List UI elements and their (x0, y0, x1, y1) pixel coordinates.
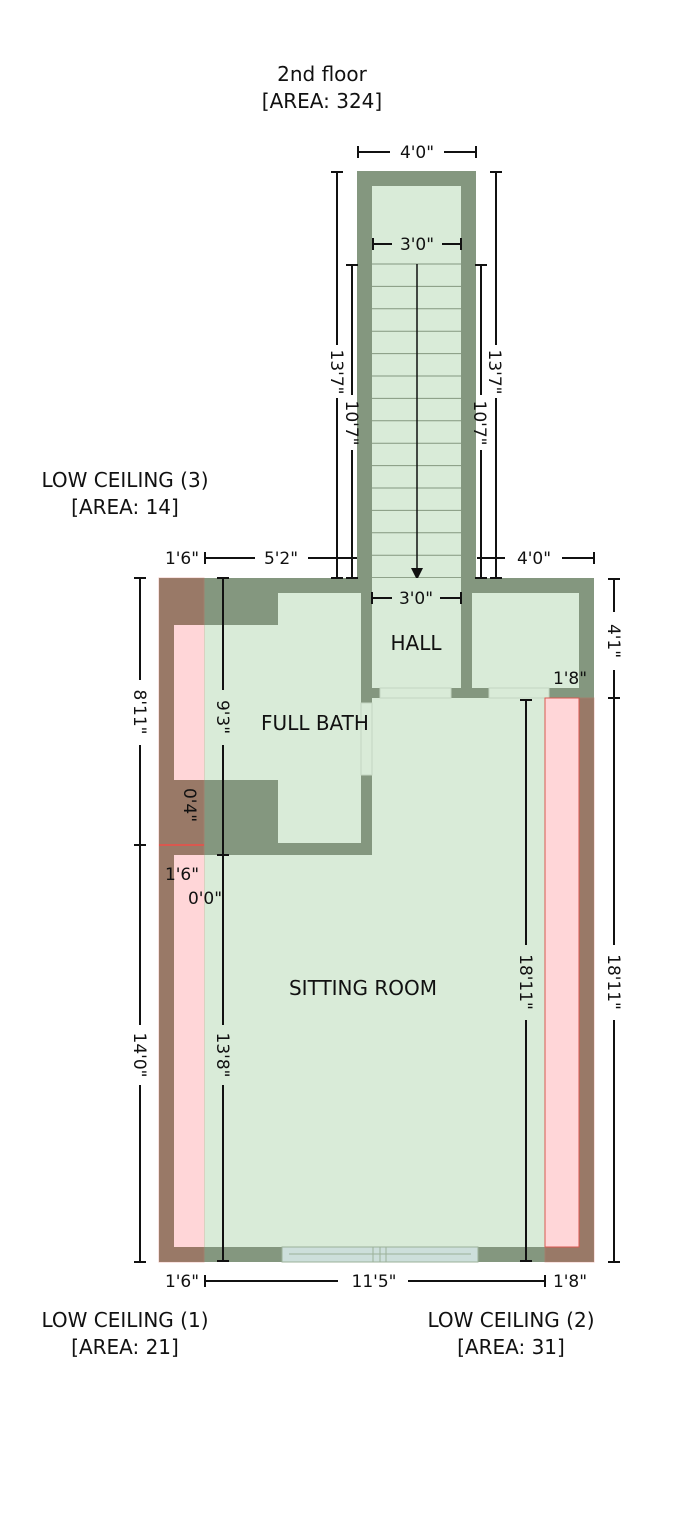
floor-area: [AREA: 324] (262, 89, 382, 113)
low-ceiling-2-label: LOW CEILING (2) (428, 1308, 595, 1332)
low-ceiling-1-area: [AREA: 21] (71, 1335, 179, 1359)
dim-left-small-b: 1'6" (165, 865, 199, 885)
hall-door (379, 687, 452, 699)
low-ceiling-2-area: [AREA: 31] (457, 1335, 565, 1359)
dim-top-right: 4'0" (517, 549, 551, 569)
dim-bath-height: 9'3" (212, 700, 232, 734)
closet-door (488, 687, 550, 699)
bottom-window (281, 1246, 479, 1263)
dim-left-upper: 8'11" (129, 690, 149, 735)
dim-left-small-c: 0'0" (188, 889, 222, 909)
room-label-sitting-room: SITTING ROOM (289, 976, 437, 1000)
low-ceiling-3-area: [AREA: 14] (71, 495, 179, 519)
low-ceiling-2 (544, 697, 595, 1263)
bath-door (360, 702, 373, 776)
dim-stair-right-inner: 10'7" (469, 401, 489, 446)
dim-stair-outer-width: 4'0" (400, 143, 434, 163)
dimension-lines (134, 146, 620, 1287)
stair-arrow-icon (411, 568, 423, 580)
dimension-labels: 4'0" 3'0" 13'7" 10'7" 13'7" 10'7" 1'6" 5… (129, 143, 623, 1292)
stair-tower (357, 171, 476, 596)
dim-right-total: 18'11" (603, 954, 623, 1010)
dim-top-left: 5'2" (264, 549, 298, 569)
dim-hall-width: 3'0" (399, 589, 433, 609)
room-label-full-bath: FULL BATH (261, 711, 369, 735)
main-floor (159, 578, 594, 1263)
dim-right-low-top: 1'8" (553, 669, 587, 689)
dim-sitting-height: 13'8" (212, 1033, 232, 1078)
dim-stair-right-outer: 13'7" (484, 350, 504, 395)
dim-bottom-width: 11'5" (352, 1272, 397, 1292)
low-ceiling-1 (158, 577, 205, 1263)
low-ceiling-3-label: LOW CEILING (3) (42, 468, 209, 492)
dim-top-left-low: 1'6" (165, 549, 199, 569)
dim-bottom-right-low: 1'8" (553, 1272, 587, 1292)
dim-sitting-right: 18'11" (515, 954, 535, 1010)
dim-left-lower: 14'0" (129, 1033, 149, 1078)
room-label-hall: HALL (390, 631, 442, 655)
dim-stair-left-outer: 13'7" (326, 350, 346, 395)
dim-stair-inner-width: 3'0" (400, 235, 434, 255)
dim-right-upper: 4'1" (603, 624, 623, 658)
dim-left-small-a: 0'4" (179, 788, 199, 822)
dim-stair-left-inner: 10'7" (341, 401, 361, 446)
floor-title: 2nd floor (277, 62, 368, 86)
dim-bottom-left-low: 1'6" (165, 1272, 199, 1292)
low-ceiling-1-label: LOW CEILING (1) (42, 1308, 209, 1332)
